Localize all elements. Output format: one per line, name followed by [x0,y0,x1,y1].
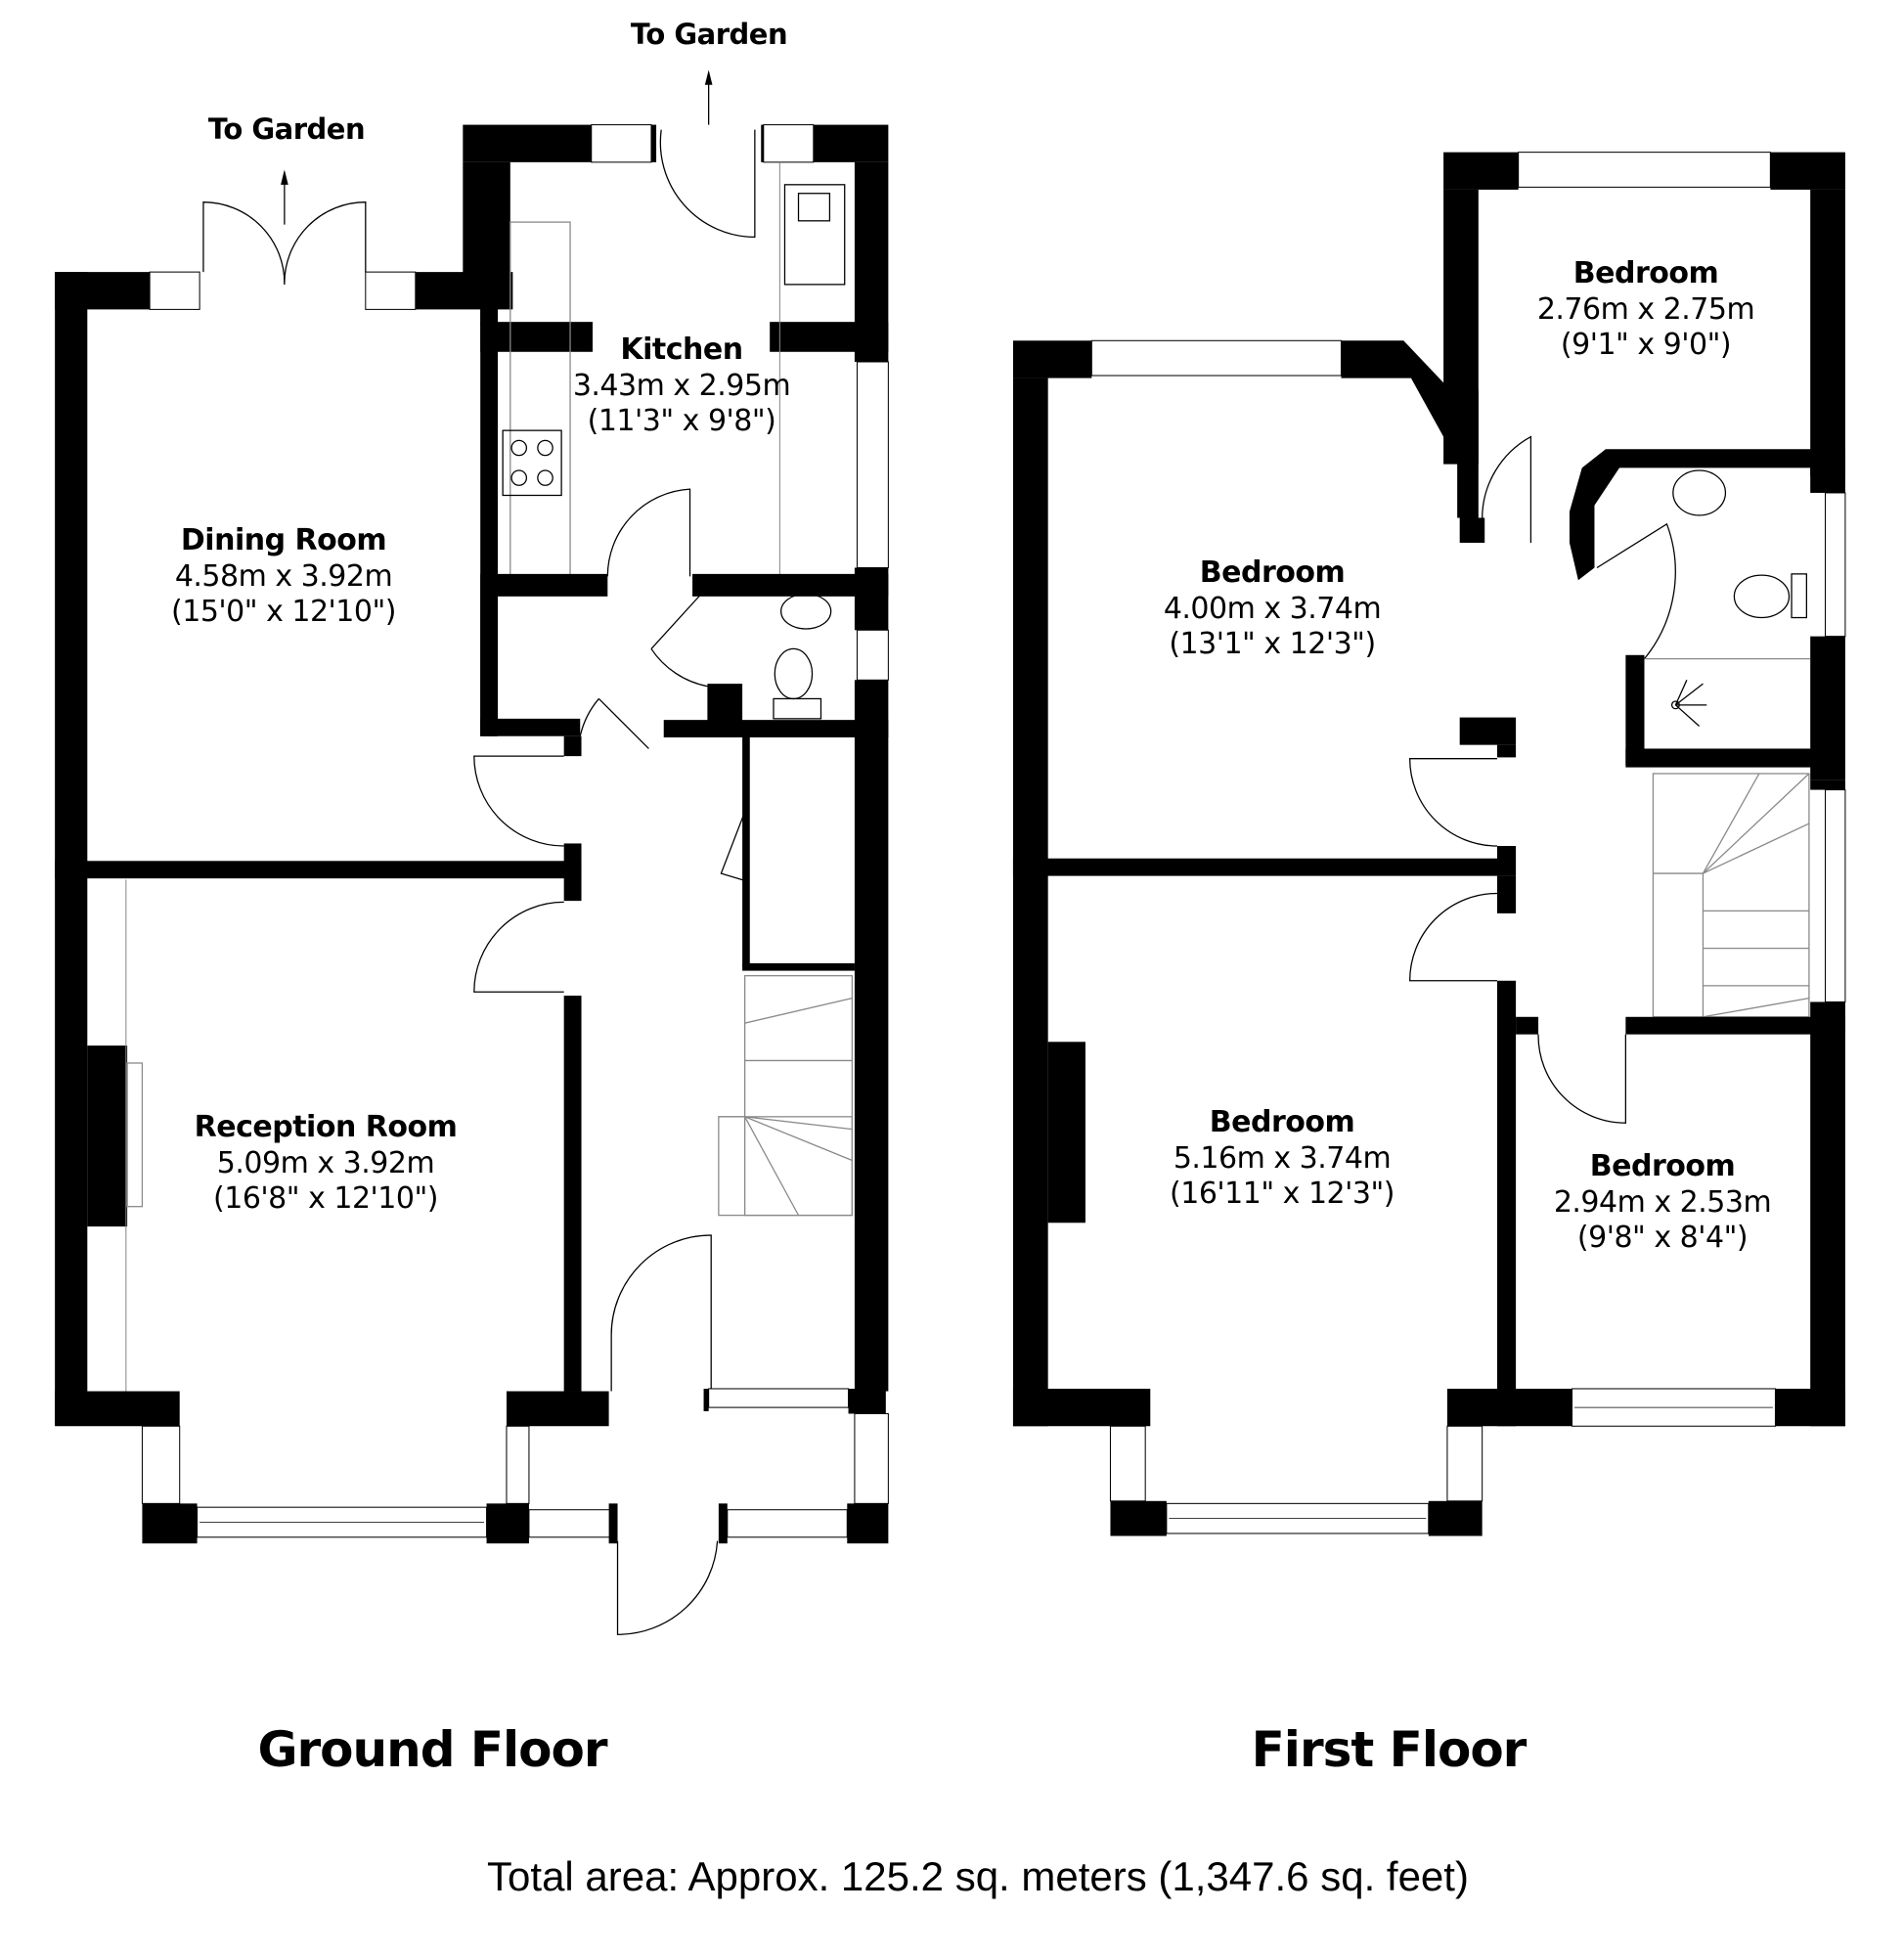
stairs-icon [718,975,854,1217]
room-imperial: (15'0" x 12'10") [171,595,396,630]
shower-icon [1670,680,1707,727]
room-name: Bedroom [1199,556,1346,590]
first-floor-plan [1012,152,1846,1536]
room-label-kitchen: Kitchen 3.43m x 2.95m (11'3" x 9'8") [572,333,791,440]
room-name: Reception Room [194,1110,458,1144]
room-name: Bedroom [1209,1105,1355,1139]
room-imperial: (9'1" x 9'0") [1560,328,1732,363]
room-metric: 5.16m x 3.74m [1173,1140,1392,1176]
room-name: Dining Room [180,523,387,557]
hob-icon [502,429,562,497]
total-area-text: Total area: Approx. 125.2 sq. meters (1,… [487,1853,1469,1899]
basin-icon [780,593,832,630]
room-label-bedroom-bottom-right: Bedroom 2.94m x 2.53m (9'8" x 8'4") [1553,1149,1772,1257]
room-imperial: (13'1" x 12'3") [1169,627,1376,662]
room-metric: 5.09m x 3.92m [216,1145,435,1180]
room-imperial: (9'8" x 8'4") [1576,1221,1749,1256]
to-garden-label-dining: To Garden [207,112,366,146]
room-metric: 4.00m x 3.74m [1163,591,1382,626]
room-imperial: (16'8" x 12'10") [213,1181,438,1217]
garden-arrow-icon [281,69,713,225]
stairs-icon [1652,773,1810,1018]
toilet-icon [774,647,814,700]
room-name: Bedroom [1572,256,1719,290]
toilet-icon [1733,574,1791,619]
room-metric: 2.94m x 2.53m [1553,1184,1772,1220]
ground-floor-plan [55,69,889,1635]
room-imperial: (16'11" x 12'3") [1170,1177,1395,1212]
to-garden-label-kitchen: To Garden [630,18,788,51]
room-label-bedroom-top-right: Bedroom 2.76m x 2.75m (9'1" x 9'0") [1536,256,1755,364]
room-metric: 2.76m x 2.75m [1536,291,1755,327]
room-name: Kitchen [620,333,743,367]
room-metric: 3.43m x 2.95m [572,368,791,403]
room-label-bedroom-top-left: Bedroom 4.00m x 3.74m (13'1" x 12'3") [1163,556,1382,663]
room-name: Bedroom [1589,1149,1736,1183]
room-label-reception-room: Reception Room 5.09m x 3.92m (16'8" x 12… [195,1110,458,1218]
room-label-dining-room: Dining Room 4.58m x 3.92m (15'0" x 12'10… [171,523,396,631]
room-imperial: (11'3" x 9'8") [587,404,776,439]
ground-floor-title: Ground Floor [257,1721,607,1778]
first-floor-title: First Floor [1251,1721,1528,1778]
room-label-bedroom-bottom-left: Bedroom 5.16m x 3.74m (16'11" x 12'3") [1170,1105,1395,1213]
room-metric: 4.58m x 3.92m [174,558,393,594]
basin-icon [1672,469,1727,516]
sink-icon [783,184,846,286]
